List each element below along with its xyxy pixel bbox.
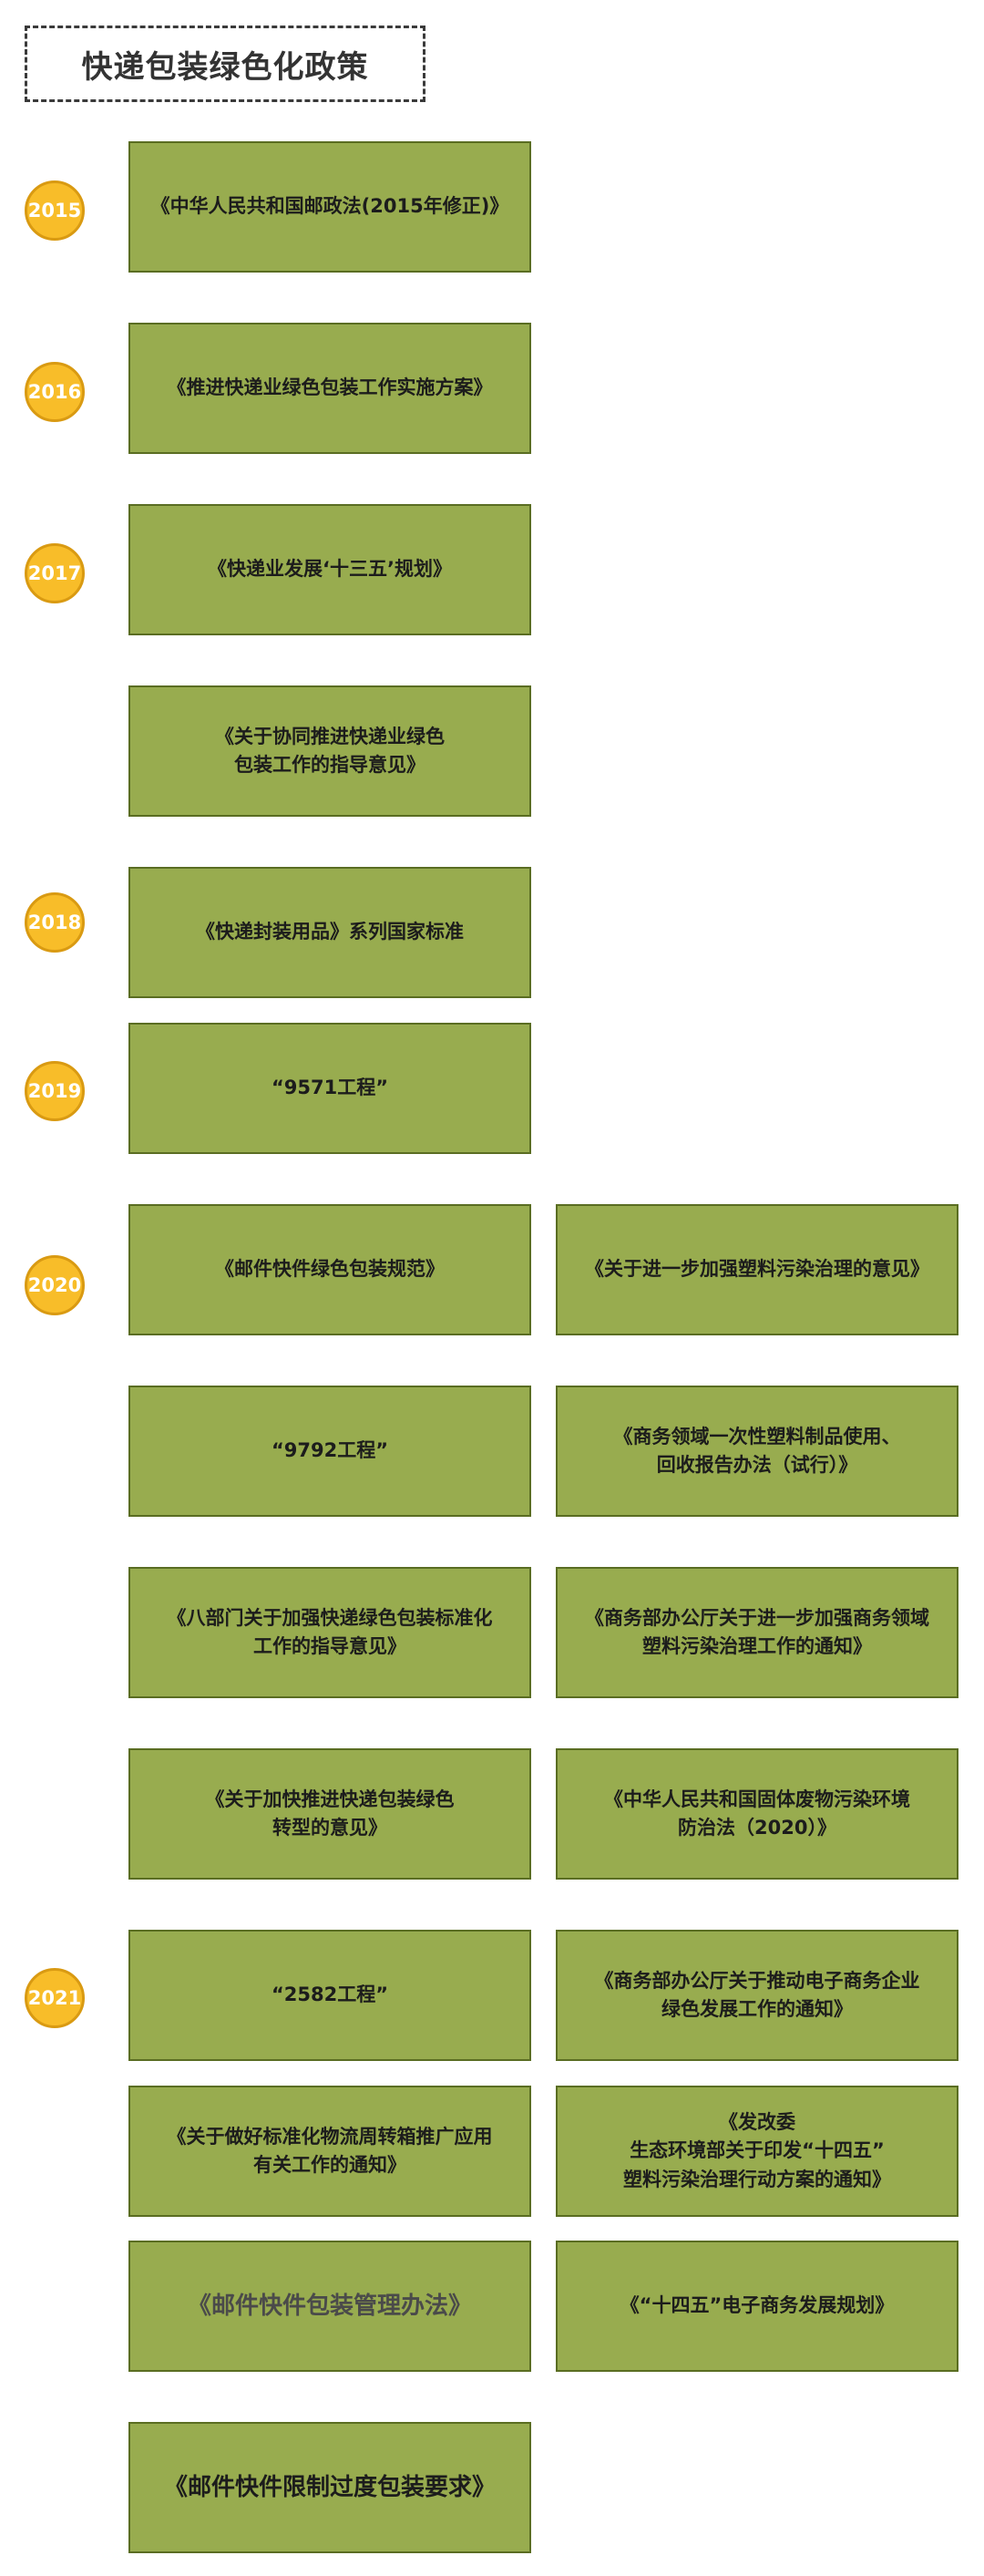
policy-box-2017-opinion: 《关于协同推进快递业绿色 包装工作的指导意见》 — [128, 685, 531, 817]
policy-box-2020-right-3: 《商务部办公厅关于进一步加强商务领域 塑料污染治理工作的通知》 — [556, 1567, 958, 1698]
year-badge-2019: 2019 — [25, 1061, 85, 1121]
page-title: 快递包装绿色化政策 — [25, 26, 425, 102]
policy-box-2020-right-4: 《中华人民共和国固体废物污染环境 防治法（2020）》 — [556, 1748, 958, 1880]
policy-box-2020-left-4: 《关于加快推进快递包装绿色 转型的意见》 — [128, 1748, 531, 1880]
policy-box-2021-left-2: 《关于做好标准化物流周转箱推广应用 有关工作的通知》 — [128, 2086, 531, 2217]
policy-box-2021-right-1: 《商务部办公厅关于推动电子商务企业 绿色发展工作的通知》 — [556, 1930, 958, 2061]
year-badge-2017: 2017 — [25, 543, 85, 603]
policy-box-2018: 《快递封装用品》系列国家标准 — [128, 867, 531, 998]
year-badge-2016: 2016 — [25, 362, 85, 422]
policy-box-2020-left-2: “9792工程” — [128, 1386, 531, 1517]
policy-box-2019: “9571工程” — [128, 1023, 531, 1154]
policy-box-2016: 《推进快递业绿色包装工作实施方案》 — [128, 323, 531, 454]
policy-box-2020-left-1: 《邮件快件绿色包装规范》 — [128, 1204, 531, 1335]
policy-box-2021-left-4: 《邮件快件限制过度包装要求》 — [128, 2422, 531, 2553]
year-badge-2015: 2015 — [25, 180, 85, 241]
policy-box-2021-right-3: 《“十四五”电子商务发展规划》 — [556, 2241, 958, 2372]
year-badge-2020: 2020 — [25, 1255, 85, 1315]
year-badge-2021: 2021 — [25, 1968, 85, 2028]
year-badge-2018: 2018 — [25, 892, 85, 953]
policy-box-2021-left-3: 《邮件快件包装管理办法》 — [128, 2241, 531, 2372]
policy-box-2015: 《中华人民共和国邮政法(2015年修正)》 — [128, 141, 531, 273]
policy-box-2020-right-1: 《关于进一步加强塑料污染治理的意见》 — [556, 1204, 958, 1335]
policy-box-2017-plan: 《快递业发展‘十三五’规划》 — [128, 504, 531, 635]
policy-box-2021-left-1: “2582工程” — [128, 1930, 531, 2061]
policy-box-2020-left-3: 《八部门关于加强快递绿色包装标准化 工作的指导意见》 — [128, 1567, 531, 1698]
policy-box-2021-right-2: 《发改委 生态环境部关于印发“十四五” 塑料污染治理行动方案的通知》 — [556, 2086, 958, 2217]
policy-box-2020-right-2: 《商务领域一次性塑料制品使用、 回收报告办法（试行）》 — [556, 1386, 958, 1517]
